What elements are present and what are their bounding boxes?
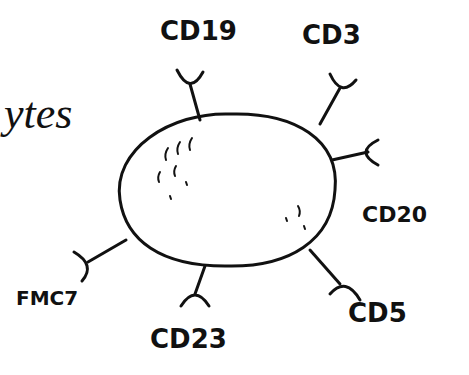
marker-label: CD5	[348, 300, 407, 326]
cytoplasm-marks	[158, 138, 305, 229]
heading-fragment: ytes	[4, 92, 72, 136]
cell-outline	[119, 114, 335, 266]
marker-label: CD19	[160, 18, 237, 44]
marker-label: FMC7	[16, 288, 78, 308]
marker-label: CD3	[302, 22, 361, 48]
marker-label: CD20	[362, 204, 427, 226]
receptor-symbols	[74, 70, 378, 306]
marker-label: CD23	[150, 326, 227, 352]
